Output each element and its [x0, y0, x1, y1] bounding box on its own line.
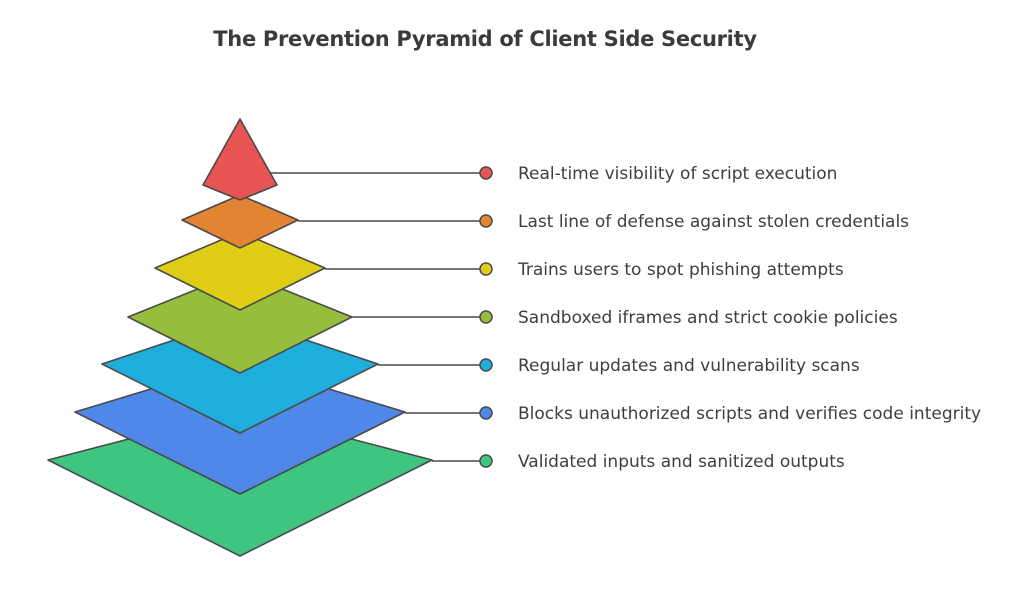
marker-dot-3	[479, 262, 493, 276]
marker-dot-6	[479, 406, 493, 420]
layer-label-6: Blocks unauthorized scripts and verifies…	[518, 404, 981, 424]
layer-labels: Real-time visibility of script execution…	[517, 164, 981, 472]
pyramid-layer-3	[154, 231, 326, 311]
layer-label-4: Sandboxed iframes and strict cookie poli…	[518, 308, 898, 328]
pyramid-layer-2	[181, 194, 299, 249]
marker-dot-5	[479, 358, 493, 372]
pyramid-layer-1	[202, 118, 278, 201]
layer-label-3: Trains users to spot phishing attempts	[517, 260, 844, 280]
marker-dot-4	[479, 310, 493, 324]
pyramid-layers	[47, 118, 433, 557]
diagram-title: The Prevention Pyramid of Client Side Se…	[213, 27, 757, 51]
pyramid-layer-4	[127, 271, 353, 374]
pyramid-layer-5	[101, 317, 379, 434]
marker-dot-1	[479, 166, 493, 180]
layer-label-1: Real-time visibility of script execution	[518, 164, 837, 184]
layer-label-7: Validated inputs and sanitized outputs	[518, 452, 845, 472]
connector-lines	[264, 166, 493, 468]
layer-label-5: Regular updates and vulnerability scans	[518, 356, 860, 376]
layer-label-2: Last line of defense against stolen cred…	[518, 212, 909, 232]
marker-dot-7	[479, 454, 493, 468]
marker-dot-2	[479, 214, 493, 228]
